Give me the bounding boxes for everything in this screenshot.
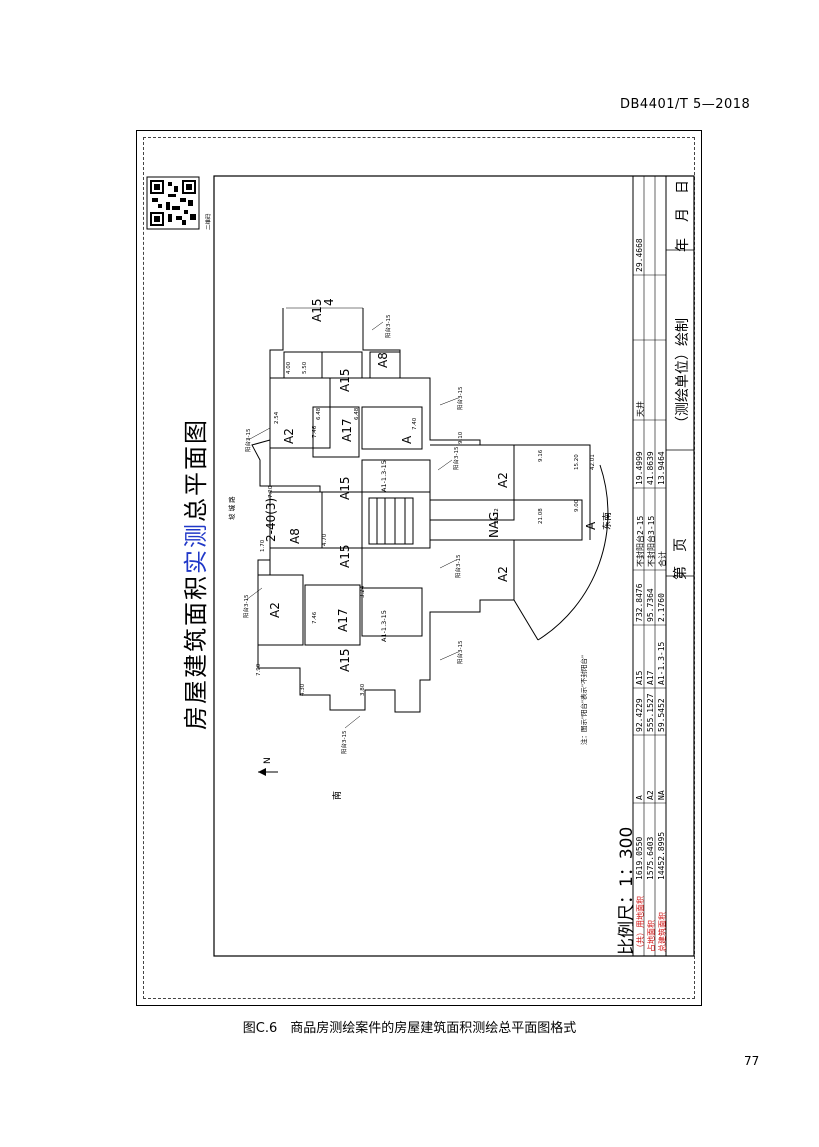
balcony-label-7: 阳台3-15 — [342, 730, 348, 754]
date-month: 月 — [675, 208, 691, 222]
standard-code: DB4401/T 5—2018 — [620, 97, 751, 112]
table-row-2-c1: NA — [657, 790, 666, 800]
room-a15-mid-upper: A15 — [338, 368, 352, 392]
room-a2-lower-right: A2 — [496, 566, 510, 582]
room-a2-lower-left: A2 — [268, 602, 282, 618]
room-a2-upper-right: A2 — [496, 472, 510, 488]
room-stair-upper: A1-1.3-15 — [380, 460, 388, 492]
table-row-1-c1: A2 — [646, 790, 655, 800]
room-a15-4: 4 — [322, 298, 336, 306]
balcony-label-8: 阳台3-15 — [386, 314, 392, 338]
table-row-0-c1: A — [635, 795, 644, 800]
room-a8-upper: A8 — [376, 352, 390, 368]
signature-label: （测绘单位）绘制 — [675, 318, 691, 430]
compass-text: 坡 城 路 — [228, 496, 236, 520]
table-row-0-c6: 19.4999 — [635, 451, 644, 485]
table-row-1-c6: 41.8639 — [646, 451, 655, 485]
table-row-2-c4: 2.1760 — [657, 593, 666, 622]
room-a-upper: A — [400, 435, 414, 444]
drawing-frame — [136, 130, 702, 1006]
room-a15-right: A15 — [338, 476, 352, 500]
table-row-0-c8: 29.4668 — [635, 238, 644, 272]
table-row-0-c7: 天井 — [636, 401, 645, 417]
table-row-1-c2: 555.1527 — [646, 693, 655, 732]
dim-15-20: 15.20 — [574, 454, 580, 470]
dim-7-20: 7.20 — [268, 485, 274, 498]
dim-5-50: 5.50 — [302, 361, 308, 374]
dim-9-10: 9.10 — [458, 431, 464, 444]
dim-20-12: 20.12 — [494, 508, 500, 524]
room-a2-upper-left: A2 — [282, 428, 296, 444]
dim-1-70: 1.70 — [260, 539, 266, 552]
table-row-1-label: 占地面积 — [647, 920, 656, 952]
room-a15-mid-lower: A15 — [338, 544, 352, 568]
date-year: 年 — [675, 238, 691, 252]
dim-9-00: 9.00 — [574, 499, 580, 512]
table-row-0-label: （共）用地面积 — [636, 896, 645, 952]
balcony-label-2: 阳台3-15 — [244, 594, 250, 618]
dim-7-40: 7.40 — [412, 417, 418, 430]
table-row-2-c3: A1-1.3-15 — [657, 641, 666, 685]
drawing-title-suffix: 总平面图 — [182, 418, 210, 522]
dim-9-16: 9.16 — [538, 449, 544, 462]
table-row-0-value: 1619.0550 — [635, 836, 644, 880]
table-row-2-c5: 合计 — [658, 551, 667, 567]
room-stair-lower: A1-1.3-15 — [380, 610, 388, 642]
room-a17-upper: A17 — [340, 418, 354, 442]
room-a17-lower: A17 — [336, 608, 350, 632]
table-row-0-c2: 92.4229 — [635, 698, 644, 732]
room-a-right: A — [584, 521, 598, 530]
dim-3-80: 3.80 — [360, 683, 366, 696]
legend-note: 注：图示"阳台"表示"不封阳台" — [580, 655, 588, 745]
balcony-label-6: 阳台3-15 — [458, 640, 464, 664]
balcony-label-1: 阳台3-15 — [246, 428, 252, 452]
dim-7-46-upper: 7.46 — [312, 425, 318, 438]
dim-4-00: 4.00 — [286, 361, 292, 374]
page-number: 77 — [744, 1054, 760, 1068]
room-a8-left: A8 — [288, 528, 302, 544]
drawing-title: 房屋建筑面积实测总平面图 — [176, 418, 211, 730]
scale-label: 比例尺：1：300 — [617, 826, 637, 955]
table-row-2-label: 总建筑面积 — [658, 912, 667, 952]
table-row-2-c2: 59.5452 — [657, 698, 666, 732]
balcony-label-4: 阳台3-15 — [456, 554, 462, 578]
dim-4-30: 4.30 — [300, 683, 306, 696]
table-row-1-c5: 不封阳台3-15 — [647, 515, 656, 567]
dim-6-48-lower: 6.48 — [354, 407, 360, 420]
date-day: 日 — [675, 180, 691, 194]
table-row-1-value: 1575.6403 — [646, 836, 655, 880]
balcony-label-3: 阳台3-15 — [454, 446, 460, 470]
room-a15-left: A15 — [338, 648, 352, 672]
north-label: N — [263, 757, 273, 764]
drawing-title-highlight: 实测 — [182, 522, 210, 574]
unit-label: 2-40(3) — [264, 497, 278, 542]
dim-42-01: 42.01 — [590, 454, 596, 470]
south-text: 东南 — [603, 511, 613, 530]
table-row-0-c3: A15 — [635, 670, 644, 685]
dim-21-08: 21.08 — [538, 508, 544, 524]
dim-7-90: 7.90 — [256, 663, 262, 676]
table-row-0-c4: 732.8476 — [635, 583, 644, 622]
balcony-label-5: 阳台3-15 — [458, 386, 464, 410]
table-row-1-c4: 95.7364 — [646, 588, 655, 622]
dim-2-54: 2.54 — [274, 411, 280, 424]
page-label: 第 页 — [673, 538, 689, 580]
dim-3-24: 3.24 — [360, 585, 366, 598]
dim-7-46-lower: 7.46 — [312, 611, 318, 624]
dim-4-70: 4.70 — [322, 533, 328, 546]
north-text: 南 — [333, 790, 343, 800]
table-row-0-c5: 不封阳台2-15 — [636, 515, 645, 567]
dim-6-48-upper: 6.48 — [316, 407, 322, 420]
figure-caption: 图C.6 商品房测绘案件的房屋建筑面积测绘总平面图格式 — [242, 1021, 577, 1036]
drawing-title-prefix: 房屋建筑面积 — [182, 574, 210, 730]
table-row-1-c3: A17 — [646, 670, 655, 685]
table-row-2-value: 14452.8995 — [657, 831, 666, 880]
qr-caption: 二维码 — [206, 213, 212, 230]
table-row-2-c6: 13.9464 — [657, 451, 666, 485]
